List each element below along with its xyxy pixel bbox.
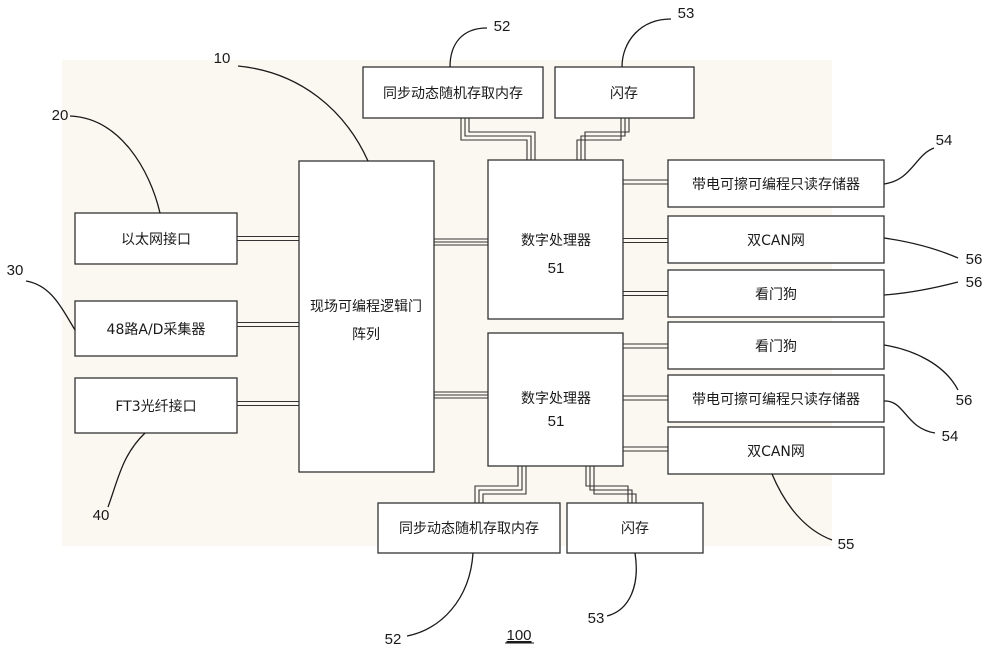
- ft3-fiber-interface-label: FT3光纤接口: [115, 398, 196, 415]
- leader-30: [25, 280, 76, 331]
- watchdog-top-block: [667, 269, 885, 318]
- leader-52-top: [449, 27, 488, 68]
- dsp-bottom-eeprom-bus: [623, 395, 668, 401]
- fpga-dsp-bottom-bus: [434, 391, 488, 399]
- dsp-top-sdram-bus: [460, 118, 536, 160]
- leader-56-watchdog-bottom: [883, 344, 959, 391]
- leader-40: [107, 432, 146, 508]
- watchdog-bottom-block: [667, 321, 885, 370]
- dsp-top-block: [487, 159, 624, 320]
- dsp-top-label: 数字处理器: [521, 233, 591, 249]
- flash-bottom-label: 闪存: [621, 521, 649, 537]
- fpga-dsp-top-bus: [434, 238, 488, 246]
- eeprom-top-block: [667, 159, 885, 208]
- ref-52-bottom: 52: [385, 631, 402, 648]
- ethernet-interface-label: 以太网接口: [121, 231, 191, 248]
- dsp-bottom-watchdog-bus: [623, 343, 668, 349]
- fpga-label-line1: 现场可编程逻辑门: [310, 299, 422, 315]
- leader-56-watchdog-top: [883, 281, 959, 296]
- eeprom-bottom-label: 带电可擦可编程只读存储器: [692, 391, 860, 408]
- ref-53-top: 53: [678, 5, 695, 22]
- watchdog-top-label: 看门狗: [755, 287, 797, 303]
- ref-100-figure-number: 100: [506, 627, 531, 644]
- ref-56-watchdog-top: 56: [966, 274, 983, 291]
- dsp-bottom-can-bus: [623, 446, 668, 452]
- ethernet-interface-block: [74, 212, 238, 265]
- ethernet-fpga-bus: [237, 235, 299, 242]
- ft3-fpga-bus: [237, 400, 299, 407]
- dsp-bottom-block: [487, 332, 624, 467]
- dsp-top-eeprom-bus: [623, 179, 668, 185]
- dsp-bottom-number: 51: [548, 413, 565, 430]
- flash-bottom-block: [566, 502, 704, 554]
- leader-54-top: [883, 147, 935, 185]
- ft3-fiber-interface-block: [74, 377, 238, 434]
- ref-54-top: 54: [936, 132, 953, 149]
- ref-53-bottom: 53: [588, 610, 605, 627]
- ad-collector-label: 48路A/D采集器: [107, 321, 206, 338]
- fpga-label-line2: 阵列: [352, 327, 380, 343]
- can-bottom-block: [667, 426, 885, 475]
- ref-10: 10: [214, 50, 231, 67]
- eeprom-top-label: 带电可擦可编程只读存储器: [692, 176, 860, 193]
- ref-40: 40: [93, 507, 110, 524]
- ref-20: 20: [52, 107, 69, 124]
- ad-collector-block: [74, 300, 238, 357]
- ref-30: 30: [7, 262, 24, 279]
- buses: [237, 118, 668, 503]
- dsp-bottom-label: 数字处理器: [521, 391, 591, 407]
- leader-52-bottom: [406, 552, 474, 637]
- flash-top-block: [554, 66, 695, 119]
- dsp-top-flash-bus: [576, 118, 630, 160]
- sdram-bottom-block: [377, 502, 561, 554]
- dsp-top-watchdog-bus: [623, 290, 668, 297]
- ref-55: 55: [838, 536, 855, 553]
- sdram-top-block: [362, 66, 544, 119]
- leader-55: [771, 473, 833, 541]
- can-top-label: 双CAN网: [747, 233, 805, 249]
- watchdog-bottom-label: 看门狗: [755, 339, 797, 355]
- eeprom-bottom-block: [667, 374, 885, 423]
- fpga-block: [298, 160, 435, 473]
- leader-53-bottom: [606, 552, 637, 617]
- ad-fpga-bus: [237, 321, 299, 328]
- leader-53-top: [621, 18, 672, 68]
- ref-52-top: 52: [494, 18, 511, 35]
- dsp-bottom-sdram-bus: [474, 466, 527, 503]
- sdram-top-label: 同步动态随机存取内存: [383, 86, 523, 102]
- can-top-block: [667, 215, 885, 264]
- can-bottom-label: 双CAN网: [747, 444, 805, 460]
- sdram-bottom-label: 同步动态随机存取内存: [399, 521, 539, 537]
- leader-56-can: [883, 237, 959, 259]
- leader-10: [237, 65, 369, 162]
- flash-top-label: 闪存: [610, 86, 638, 102]
- dsp-top-number: 51: [548, 260, 565, 277]
- leader-lines: [25, 18, 959, 637]
- leader-20: [69, 115, 161, 214]
- dsp-top-can-bus: [623, 237, 668, 244]
- ref-54-bottom: 54: [942, 428, 959, 445]
- ref-56-can: 56: [966, 251, 983, 268]
- leader-54-bottom: [883, 400, 936, 434]
- ref-56-watchdog-bottom: 56: [956, 392, 973, 409]
- dsp-bottom-flash-bus: [585, 466, 637, 503]
